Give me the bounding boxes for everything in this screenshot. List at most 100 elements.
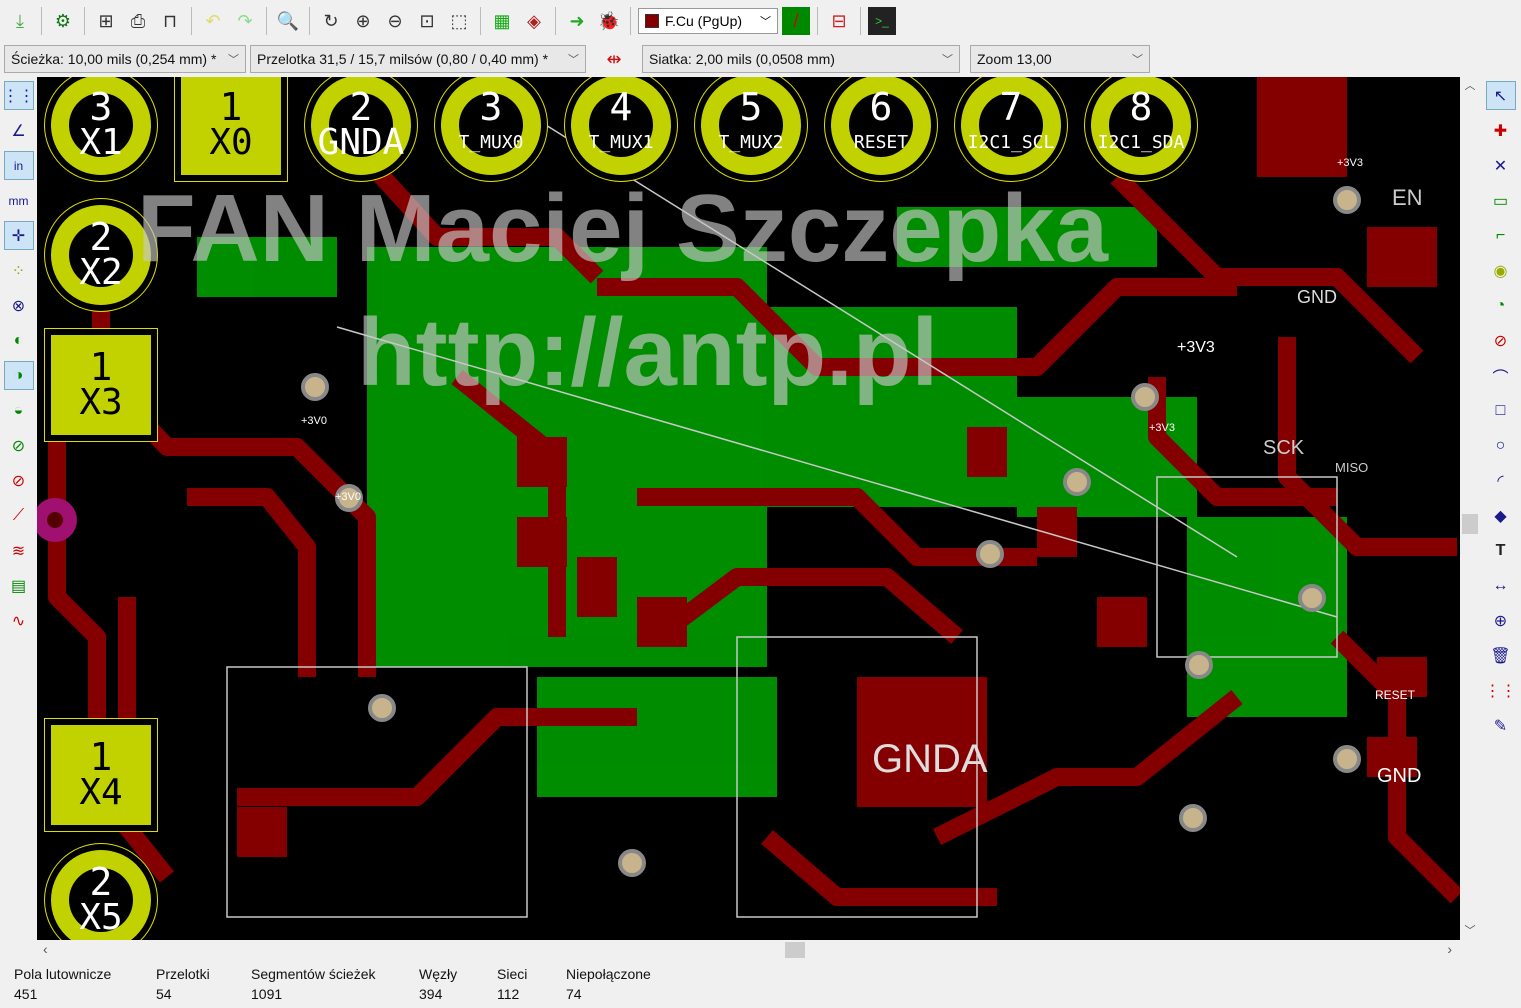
zoom-out-icon[interactable]: ⊖: [387, 10, 403, 31]
zoom-selection-icon[interactable]: ⬚: [450, 10, 468, 31]
scroll-left-icon[interactable]: ‹: [43, 941, 48, 957]
scroll-down-icon[interactable]: ﹀: [1464, 925, 1476, 937]
add-target-icon[interactable]: ⊕: [1493, 612, 1508, 630]
save-icon[interactable]: ⤓: [16, 10, 24, 31]
inch-units-icon[interactable]: in: [3, 151, 34, 180]
cursor-shape-icon[interactable]: ✛: [3, 221, 34, 250]
layer-color-swatch: [645, 14, 659, 28]
page-settings-icon[interactable]: ⊞: [98, 10, 114, 31]
pad-number: 1: [89, 735, 113, 779]
module-ratsnest-icon[interactable]: ⊗: [11, 297, 26, 315]
net-label: +3V3: [1177, 339, 1215, 356]
add-footprint-icon[interactable]: ▭: [1492, 192, 1509, 210]
refresh-icon[interactable]: ↻: [323, 10, 339, 31]
track-width-select[interactable]: Ścieżka: 10,00 mils (0,254 mm) *﹀: [4, 45, 246, 73]
scroll-right-icon[interactable]: ›: [1447, 941, 1452, 957]
delete-icon[interactable]: 🗑: [1490, 647, 1511, 665]
net-label: +3V0: [335, 491, 361, 503]
highlight-net-icon[interactable]: ✕: [1493, 157, 1508, 175]
zoom-fit-icon[interactable]: ⊡: [419, 10, 435, 31]
pad-net-name: X3: [79, 382, 123, 423]
zone-sketch-icon[interactable]: ◒: [13, 401, 24, 419]
grid-origin-icon[interactable]: ⋮⋮: [1484, 682, 1517, 700]
chevron-down-icon: ﹀: [1132, 54, 1143, 66]
local-ratsnest-icon[interactable]: ✚: [1493, 122, 1508, 140]
layers-manager-icon[interactable]: ▤: [10, 577, 27, 595]
status-label: Przelotki: [156, 966, 210, 982]
pad-sketch-icon[interactable]: ⊘: [11, 437, 26, 455]
netlist-icon[interactable]: ➜: [569, 10, 585, 31]
via-size-select[interactable]: Przelotka 31,5 / 15,7 milsów (0,80 / 0,4…: [250, 45, 586, 73]
via-sketch-icon[interactable]: ⊘: [11, 472, 26, 490]
board-setup-icon[interactable]: ⚙: [54, 10, 72, 31]
find-icon[interactable]: 🔍: [276, 10, 300, 31]
add-line-icon[interactable]: ⌒: [1492, 369, 1509, 387]
pad-number: 2: [89, 215, 113, 259]
vertical-scrollbar[interactable]: ︿ ﹀: [1460, 77, 1480, 940]
add-via-icon[interactable]: ◉: [1493, 262, 1508, 280]
horizontal-scrollbar[interactable]: ‹ ›: [37, 940, 1460, 960]
plot-icon[interactable]: ⊓: [162, 10, 178, 31]
scroll-up-icon[interactable]: ︿: [1464, 80, 1476, 92]
pad-net-name: X5: [79, 897, 123, 938]
select-arrow-icon[interactable]: ↖: [1485, 81, 1516, 110]
keepout-icon[interactable]: ⊘: [1493, 332, 1508, 350]
track-sketch-icon[interactable]: ⟋: [12, 506, 25, 524]
scripting-console-icon[interactable]: >_: [868, 7, 896, 35]
zoom-in-icon[interactable]: ⊕: [355, 10, 371, 31]
net-label: RESET: [1375, 688, 1416, 702]
auto-track-width-icon[interactable]: ⇹: [606, 48, 622, 69]
layer-select[interactable]: F.Cu (PgUp)﹀: [638, 8, 778, 34]
divider: [309, 7, 310, 35]
zone-outline-icon[interactable]: ◑: [3, 361, 34, 390]
measure-icon[interactable]: ✎: [1493, 717, 1508, 735]
zoom-select[interactable]: Zoom 13,00﹀: [970, 45, 1150, 73]
ratsnest-icon[interactable]: ⁘: [11, 262, 26, 280]
add-arc-icon[interactable]: ◜: [1497, 472, 1504, 490]
mm-units-icon[interactable]: mm: [8, 193, 29, 208]
options-toolbar: Ścieżka: 10,00 mils (0,254 mm) *﹀ Przelo…: [0, 43, 1521, 75]
footprint-editor-icon[interactable]: ▦: [493, 10, 511, 31]
grid-select[interactable]: Siatka: 2,00 mils (0,0508 mm)﹀: [642, 45, 960, 73]
schematic-icon[interactable]: ⊟: [831, 10, 847, 31]
add-dimension-icon[interactable]: ↔: [1492, 576, 1509, 594]
high-contrast-icon[interactable]: ≋: [11, 542, 26, 560]
redo-icon[interactable]: ↷: [237, 10, 253, 31]
add-zone-icon[interactable]: ◔: [1495, 296, 1506, 314]
add-polygon-icon[interactable]: ◆: [1494, 507, 1507, 525]
print-icon[interactable]: ⎙: [130, 10, 146, 31]
horizontal-scroll-thumb[interactable]: [785, 942, 805, 958]
pad-number: 1: [89, 345, 113, 389]
route-track-icon[interactable]: ⌐: [1495, 226, 1506, 244]
pad-net-name: T_MUX2: [718, 132, 784, 153]
add-text-icon[interactable]: T: [1495, 541, 1506, 559]
layer-pair-icon[interactable]: /: [782, 7, 810, 35]
add-circle-icon[interactable]: ○: [1495, 436, 1506, 454]
footprint-browser-icon[interactable]: ◈: [527, 10, 541, 31]
polar-coords-icon[interactable]: ∠: [11, 122, 26, 140]
status-label: Niepołączone: [566, 966, 651, 982]
microwave-icon[interactable]: ∿: [11, 612, 26, 630]
net-label: +3V3: [1337, 157, 1363, 169]
grid-toggle-icon[interactable]: ⋮⋮: [3, 81, 35, 110]
add-rectangle-icon[interactable]: □: [1495, 401, 1506, 419]
vertical-scroll-thumb[interactable]: [1462, 514, 1478, 534]
drc-bug-icon[interactable]: 🐞: [597, 10, 621, 31]
zone-fill-icon[interactable]: ◐: [13, 331, 24, 349]
undo-icon[interactable]: ↶: [205, 10, 221, 31]
